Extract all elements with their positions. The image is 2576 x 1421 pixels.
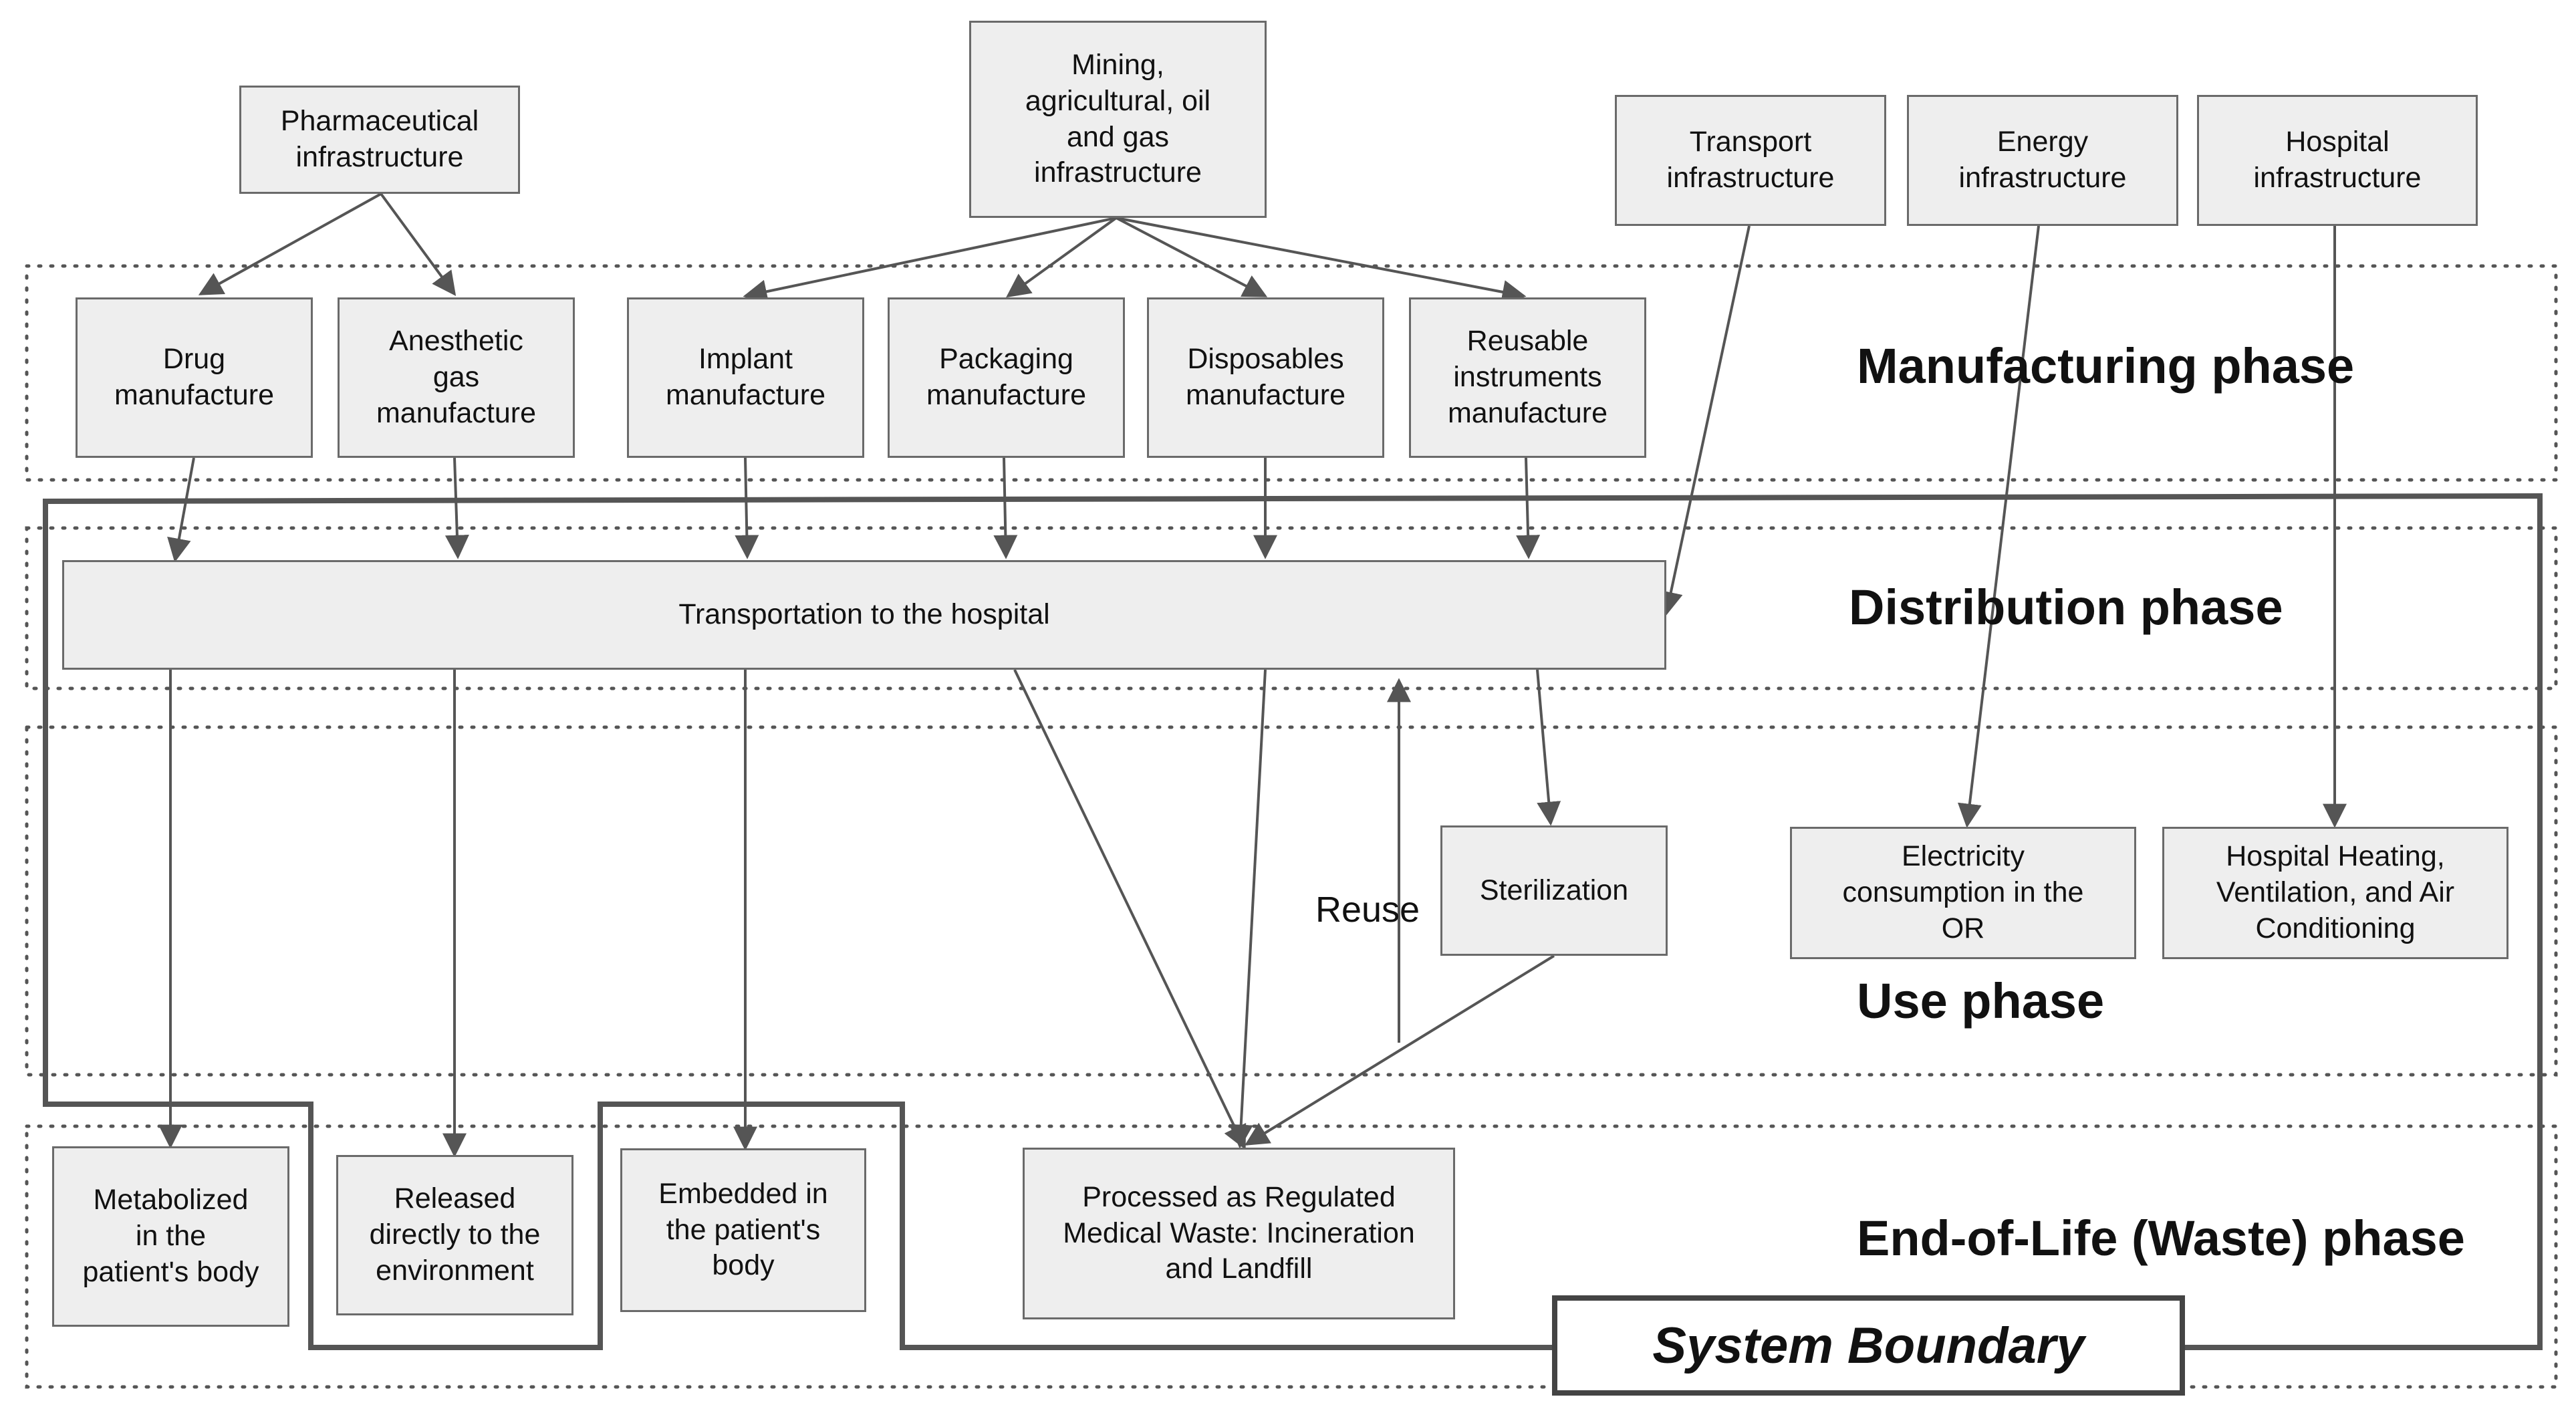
drug-manufacture-box: Drug manufacture (76, 297, 313, 458)
transportation-to-hospital-box: Transportation to the hospital (62, 560, 1666, 670)
energy-infrastructure-box: Energy infrastructure (1907, 95, 2178, 226)
system-boundary-label: System Boundary (1552, 1295, 2185, 1396)
arrow-packaging-to-transport (993, 457, 1018, 559)
manufacturing-phase-band (25, 264, 2558, 482)
arrow-transport-to-processed-b (1229, 669, 1267, 1149)
reuse-label: Reuse (1315, 890, 1420, 930)
disposables-manufacture-box: Disposables manufacture (1147, 297, 1384, 458)
arrow-energy-to-electricity (1957, 225, 2040, 828)
arrow-pharma-to-drug (198, 192, 382, 295)
sterilization-box: Sterilization (1440, 825, 1668, 956)
system-boundary-outline (43, 493, 2543, 1350)
distribution-phase-title: Distribution phase (1849, 579, 2283, 635)
released-to-environment-box: Released directly to the environment (336, 1155, 573, 1315)
distribution-phase-band (25, 526, 2558, 690)
packaging-manufacture-box: Packaging manufacture (888, 297, 1125, 458)
arrow-implant-to-transport (735, 457, 759, 559)
manufacturing-phase-title: Manufacturing phase (1857, 338, 2355, 394)
electricity-consumption-box: Electricity consumption in the OR (1790, 827, 2136, 959)
arrow-transport-to-processed-a (1013, 669, 1247, 1150)
arrow-mining-to-implant (743, 217, 1117, 303)
arrow-drug-to-transport (167, 457, 195, 563)
arrow-pharma-to-anesthetic (380, 192, 457, 296)
use-phase-band (25, 725, 2558, 1077)
pharmaceutical-infrastructure-box: Pharmaceutical infrastructure (239, 86, 520, 194)
arrow-transport-to-sterilization (1536, 669, 1561, 826)
connectors (158, 192, 2347, 1158)
anesthetic-gas-manufacture-box: Anesthetic gas manufacture (338, 297, 575, 458)
arrow-anesthetic-to-transport (444, 457, 469, 559)
mining-infrastructure-box: Mining, agricultural, oil and gas infras… (969, 21, 1267, 218)
arrow-mining-to-disposables (1116, 217, 1268, 297)
implant-manufacture-box: Implant manufacture (627, 297, 864, 458)
processed-medical-waste-box: Processed as Regulated Medical Waste: In… (1023, 1148, 1455, 1319)
metabolized-box: Metabolized in the patient's body (52, 1146, 289, 1327)
arrow-mining-to-packaging (1006, 217, 1118, 298)
phase-bands (25, 264, 2558, 1389)
arrow-reusable-to-transport (1516, 457, 1541, 559)
arrow-sterilization-to-processed (1244, 954, 1555, 1146)
arrow-transport-infra-to-transport (1659, 225, 1751, 616)
transport-infrastructure-box: Transport infrastructure (1615, 95, 1886, 226)
end-of-life-phase-band (25, 1124, 2558, 1389)
use-phase-title: Use phase (1857, 973, 2105, 1029)
end-of-life-phase-title: End-of-Life (Waste) phase (1857, 1210, 2465, 1266)
hospital-infrastructure-box: Hospital infrastructure (2197, 95, 2478, 226)
arrow-mining-to-reusable (1116, 217, 1527, 304)
reusable-instruments-manufacture-box: Reusable instruments manufacture (1409, 297, 1646, 458)
hospital-hvac-box: Hospital Heating, Ventilation, and Air C… (2162, 827, 2508, 959)
embedded-in-body-box: Embedded in the patient's body (620, 1148, 866, 1312)
